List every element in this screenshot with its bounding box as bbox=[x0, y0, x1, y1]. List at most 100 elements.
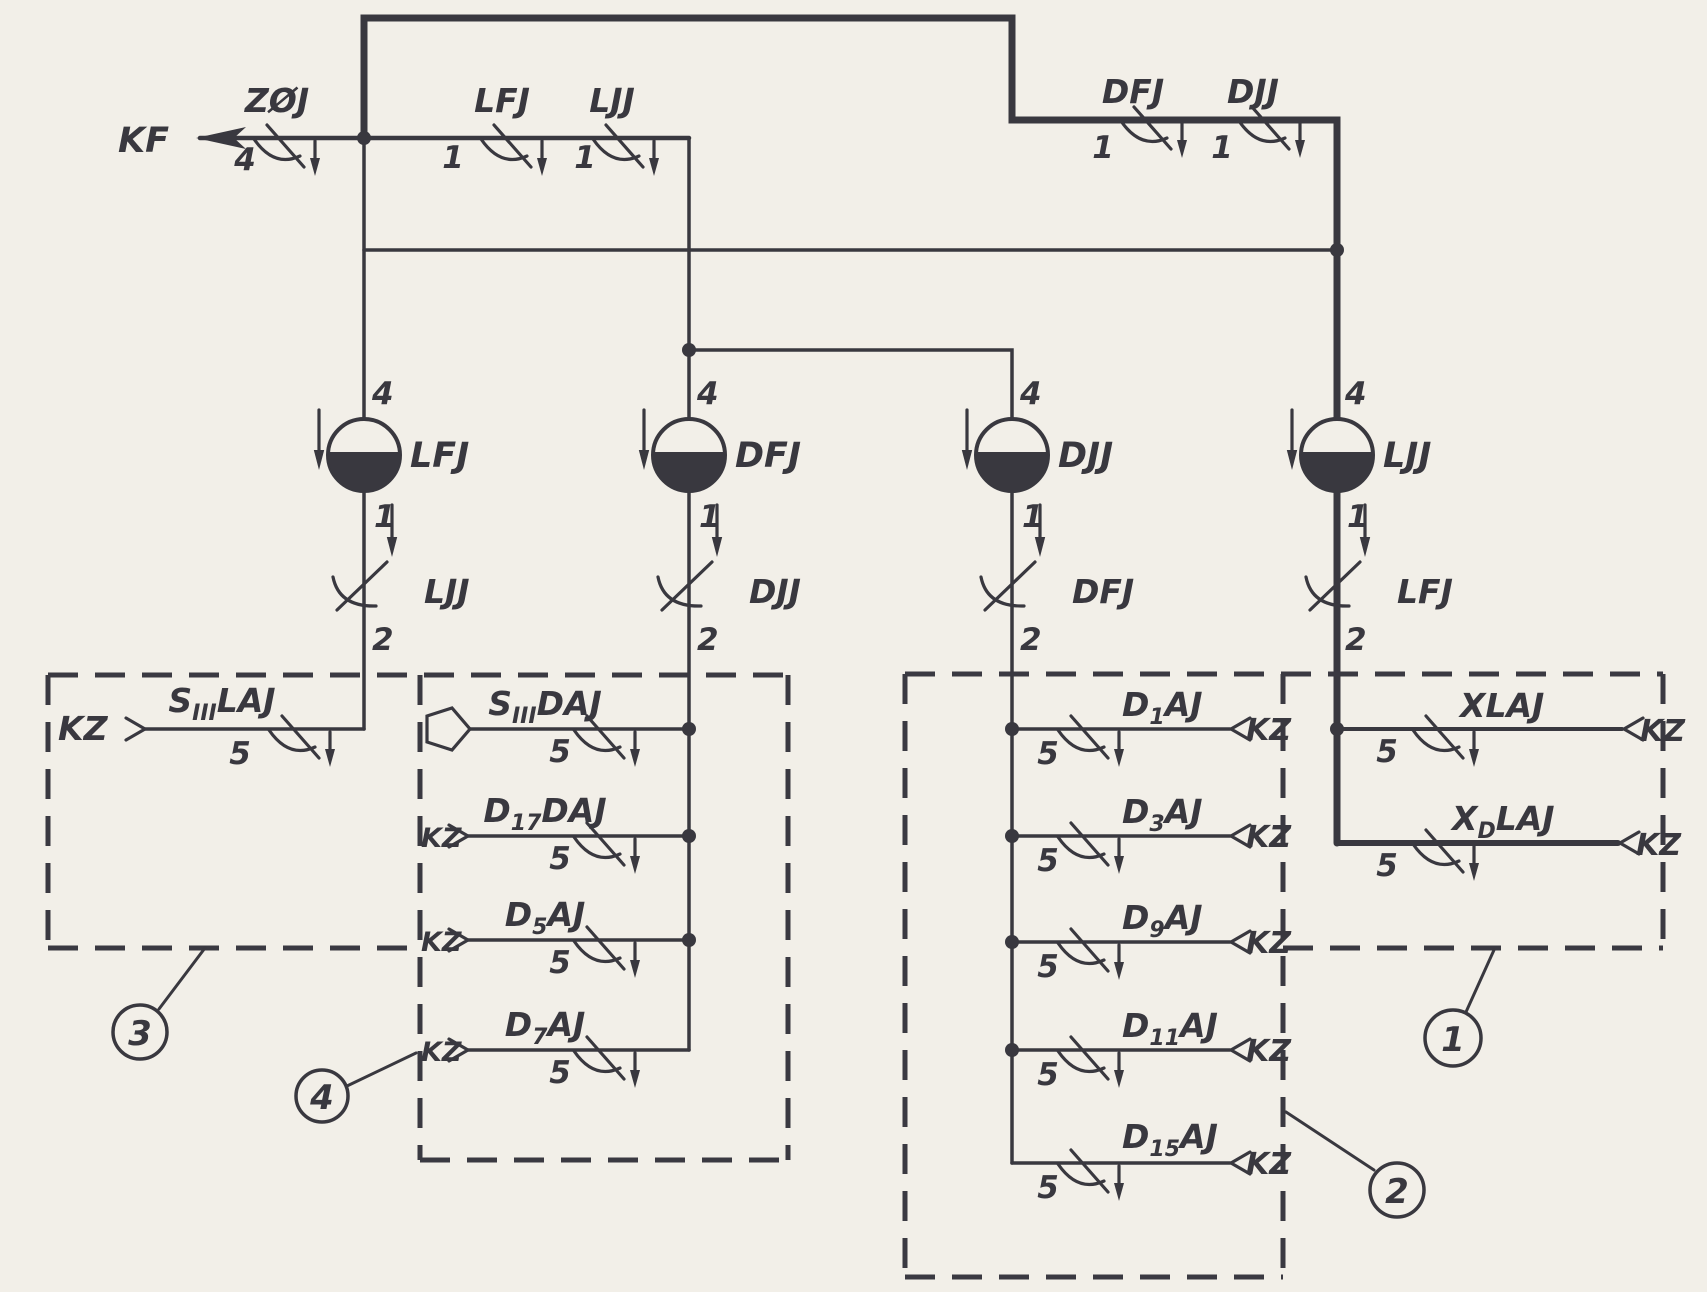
flow-arrow-icon bbox=[637, 408, 651, 472]
pump-icon-dfj bbox=[651, 417, 727, 494]
pump-column-dfj: 4 DFJ 1 DJJ 2 bbox=[637, 376, 801, 658]
ref-number: 2 bbox=[1385, 1172, 1409, 1212]
junction-dots bbox=[357, 131, 1344, 1057]
leader-line bbox=[1284, 1110, 1376, 1172]
valve-num-dfj-top: 1 bbox=[1092, 130, 1114, 166]
ref-circle bbox=[1423, 1008, 1483, 1068]
kz-source-label: KZ bbox=[1246, 1034, 1292, 1069]
djj-branch-pipe bbox=[687, 348, 1014, 422]
kf-arrow-icon bbox=[196, 127, 246, 149]
pump-top-num: 4 bbox=[371, 376, 394, 412]
row-valve-num: 5 bbox=[1037, 843, 1059, 879]
leader-line bbox=[1464, 948, 1496, 1014]
valve-num-lfj-top: 1 bbox=[442, 140, 464, 176]
row-valve-num: 5 bbox=[1376, 734, 1398, 770]
valve-label-ljj-top: LJJ bbox=[589, 81, 635, 120]
pump-label: DFJ bbox=[735, 436, 801, 476]
valve-icon-row bbox=[1056, 1148, 1126, 1203]
leader-line bbox=[157, 946, 207, 1011]
valve-icon-row bbox=[1056, 821, 1126, 876]
pump-column-djj: 4 DJJ 1 DFJ 2 bbox=[960, 376, 1134, 658]
column-valve-label: LFJ bbox=[1397, 572, 1453, 611]
row-label: D7AJ bbox=[505, 1005, 586, 1050]
valve-num-djj-top: 1 bbox=[1211, 130, 1233, 166]
zone-boxes bbox=[45, 671, 1666, 1280]
kz-flag-icon bbox=[425, 706, 473, 752]
valve-icon-row bbox=[572, 1035, 642, 1090]
valve-icon-column bbox=[1304, 560, 1362, 612]
valve-icon-row bbox=[1056, 1035, 1126, 1090]
ref-number: 4 bbox=[309, 1078, 334, 1118]
leader-line bbox=[345, 1051, 418, 1088]
valve-icon-column bbox=[331, 560, 389, 612]
column-valve-label: DFJ bbox=[1072, 572, 1134, 611]
pump-top-num: 4 bbox=[1344, 376, 1367, 412]
row-valve-num: 5 bbox=[1376, 848, 1398, 884]
kz-source-label: KZ bbox=[1246, 820, 1292, 855]
kz-source-label: KZ bbox=[1246, 1147, 1292, 1182]
ref-bubble-2: 2 bbox=[1284, 1110, 1426, 1219]
kz-source-label: KZ bbox=[1636, 828, 1682, 863]
flow-arrow-icon bbox=[312, 408, 326, 472]
ref-bubble-3: 3 bbox=[111, 946, 207, 1061]
valve-icon-row bbox=[1056, 927, 1126, 982]
flow-arrow-icon bbox=[1285, 408, 1299, 472]
valve-icon-column bbox=[979, 560, 1037, 612]
zone-4-content: SIIIDAJ 5 KZ D17DAJ 5 KZ D5AJ 5 KZ D7AJ … bbox=[421, 684, 642, 1091]
pump-icon-ljj bbox=[1299, 417, 1375, 494]
row-valve-num: 5 bbox=[549, 734, 571, 770]
ref-number: 3 bbox=[128, 1014, 152, 1054]
pump-out-num: 2 bbox=[1345, 622, 1367, 658]
row-label: SIIIDAJ bbox=[488, 684, 602, 729]
pump-mid-num: 1 bbox=[1022, 499, 1044, 535]
kz-arrow-icon bbox=[124, 716, 147, 742]
pump-top-num: 4 bbox=[696, 376, 719, 412]
row-valve-num: 5 bbox=[549, 1055, 571, 1091]
ref-number: 1 bbox=[1441, 1020, 1465, 1060]
valve-icon-row bbox=[572, 821, 642, 876]
valve-label-zoj: ZØJ bbox=[244, 81, 309, 120]
row-label: SIIILAJ bbox=[168, 681, 275, 726]
valve-icon-column bbox=[656, 560, 714, 612]
ref-circle bbox=[294, 1068, 350, 1124]
zone-2-content: 5 D1AJ KZ 5 D3AJ KZ 5 D9AJ KZ 5 D11AJ KZ… bbox=[1037, 685, 1292, 1206]
row-label: D15AJ bbox=[1122, 1117, 1218, 1162]
pump-label: LFJ bbox=[410, 436, 469, 476]
valve-icon-djj-top bbox=[1237, 105, 1307, 160]
row-label: D17DAJ bbox=[483, 791, 606, 836]
ref-bubble-1: 1 bbox=[1423, 948, 1496, 1068]
pump-out-num: 2 bbox=[372, 622, 394, 658]
pump-label: DJJ bbox=[1058, 436, 1113, 476]
ref-circle bbox=[111, 1003, 169, 1061]
valve-icon-row bbox=[1056, 714, 1126, 769]
zone-1-content: 5 XLAJ KZ 5 XDLAJ KZ bbox=[1376, 686, 1686, 884]
row-valve-num: 5 bbox=[549, 945, 571, 981]
valve-label-lfj-top: LFJ bbox=[474, 81, 530, 120]
valve-icon-lfj-top bbox=[479, 123, 549, 178]
pump-icon-djj bbox=[974, 417, 1050, 494]
flow-arrow-icon bbox=[960, 408, 974, 472]
column-valve-label: DJJ bbox=[749, 572, 801, 611]
valve-icon-row bbox=[572, 714, 642, 769]
pump-mid-num: 1 bbox=[699, 499, 721, 535]
pump-label: LJJ bbox=[1383, 436, 1431, 476]
pump-column-lfj: 4 LFJ 1 LJJ 2 bbox=[312, 376, 470, 658]
pump-icon-lfj bbox=[326, 417, 402, 494]
row-valve-num: 5 bbox=[229, 736, 251, 772]
ref-bubble-4: 4 bbox=[294, 1051, 418, 1124]
pump-out-num: 2 bbox=[1020, 622, 1042, 658]
valve-label-djj-top: DJJ bbox=[1227, 72, 1279, 111]
valve-num-ljj-top: 1 bbox=[574, 140, 596, 176]
valve-icon-zoj bbox=[252, 123, 322, 178]
row-valve-num: 5 bbox=[1037, 1057, 1059, 1093]
row-label: D3AJ bbox=[1122, 792, 1203, 837]
main-supply-pipe bbox=[360, 14, 1341, 424]
kz-source-label: KZ bbox=[1246, 713, 1292, 748]
valve-icon-ljj-top bbox=[591, 123, 661, 178]
row-label: D5AJ bbox=[505, 895, 586, 940]
pump-mid-num: 1 bbox=[374, 499, 396, 535]
zone-3-content: KZ SIIILAJ 5 bbox=[58, 681, 337, 772]
pump-top-num: 4 bbox=[1019, 376, 1042, 412]
